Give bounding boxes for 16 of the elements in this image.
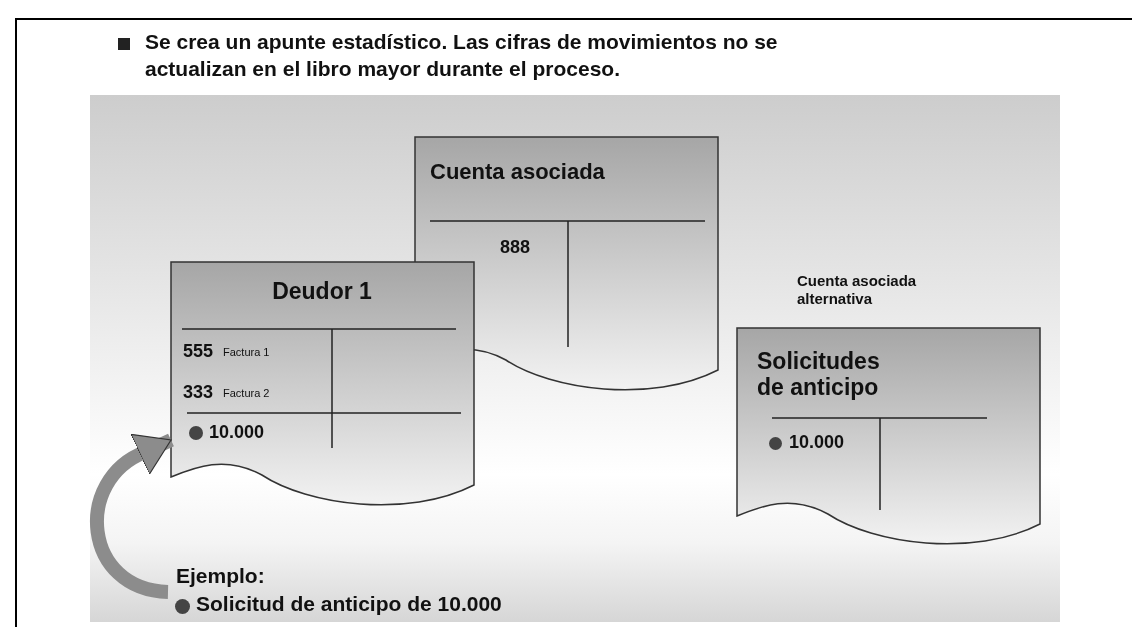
account-title: Solicitudes de anticipo <box>757 348 881 401</box>
entry-text: Factura 2 <box>223 387 270 400</box>
entry-text: Factura 1 <box>223 346 270 359</box>
account-title: Cuenta asociada <box>430 159 605 185</box>
curved-arrow <box>90 433 174 599</box>
account-title: Deudor 1 <box>272 278 372 305</box>
account-caption: Cuenta asociada alternativa <box>797 272 918 308</box>
entry-text: 10.000 <box>789 432 845 453</box>
entry-text: 555 <box>183 341 214 362</box>
example-heading: Ejemplo: <box>176 564 265 589</box>
entry-text: 10.000 <box>209 422 265 443</box>
title: Se crea un apunte estadístico. Las cifras de movimientos no se actualizan en el libro mayor durante el proceso. <box>145 29 779 82</box>
entry-text: 333 <box>183 382 214 403</box>
entry-text: 888 <box>500 237 531 258</box>
example-text: Solicitud de anticipo de 10.000 <box>196 592 502 617</box>
t-account-document <box>171 262 474 507</box>
